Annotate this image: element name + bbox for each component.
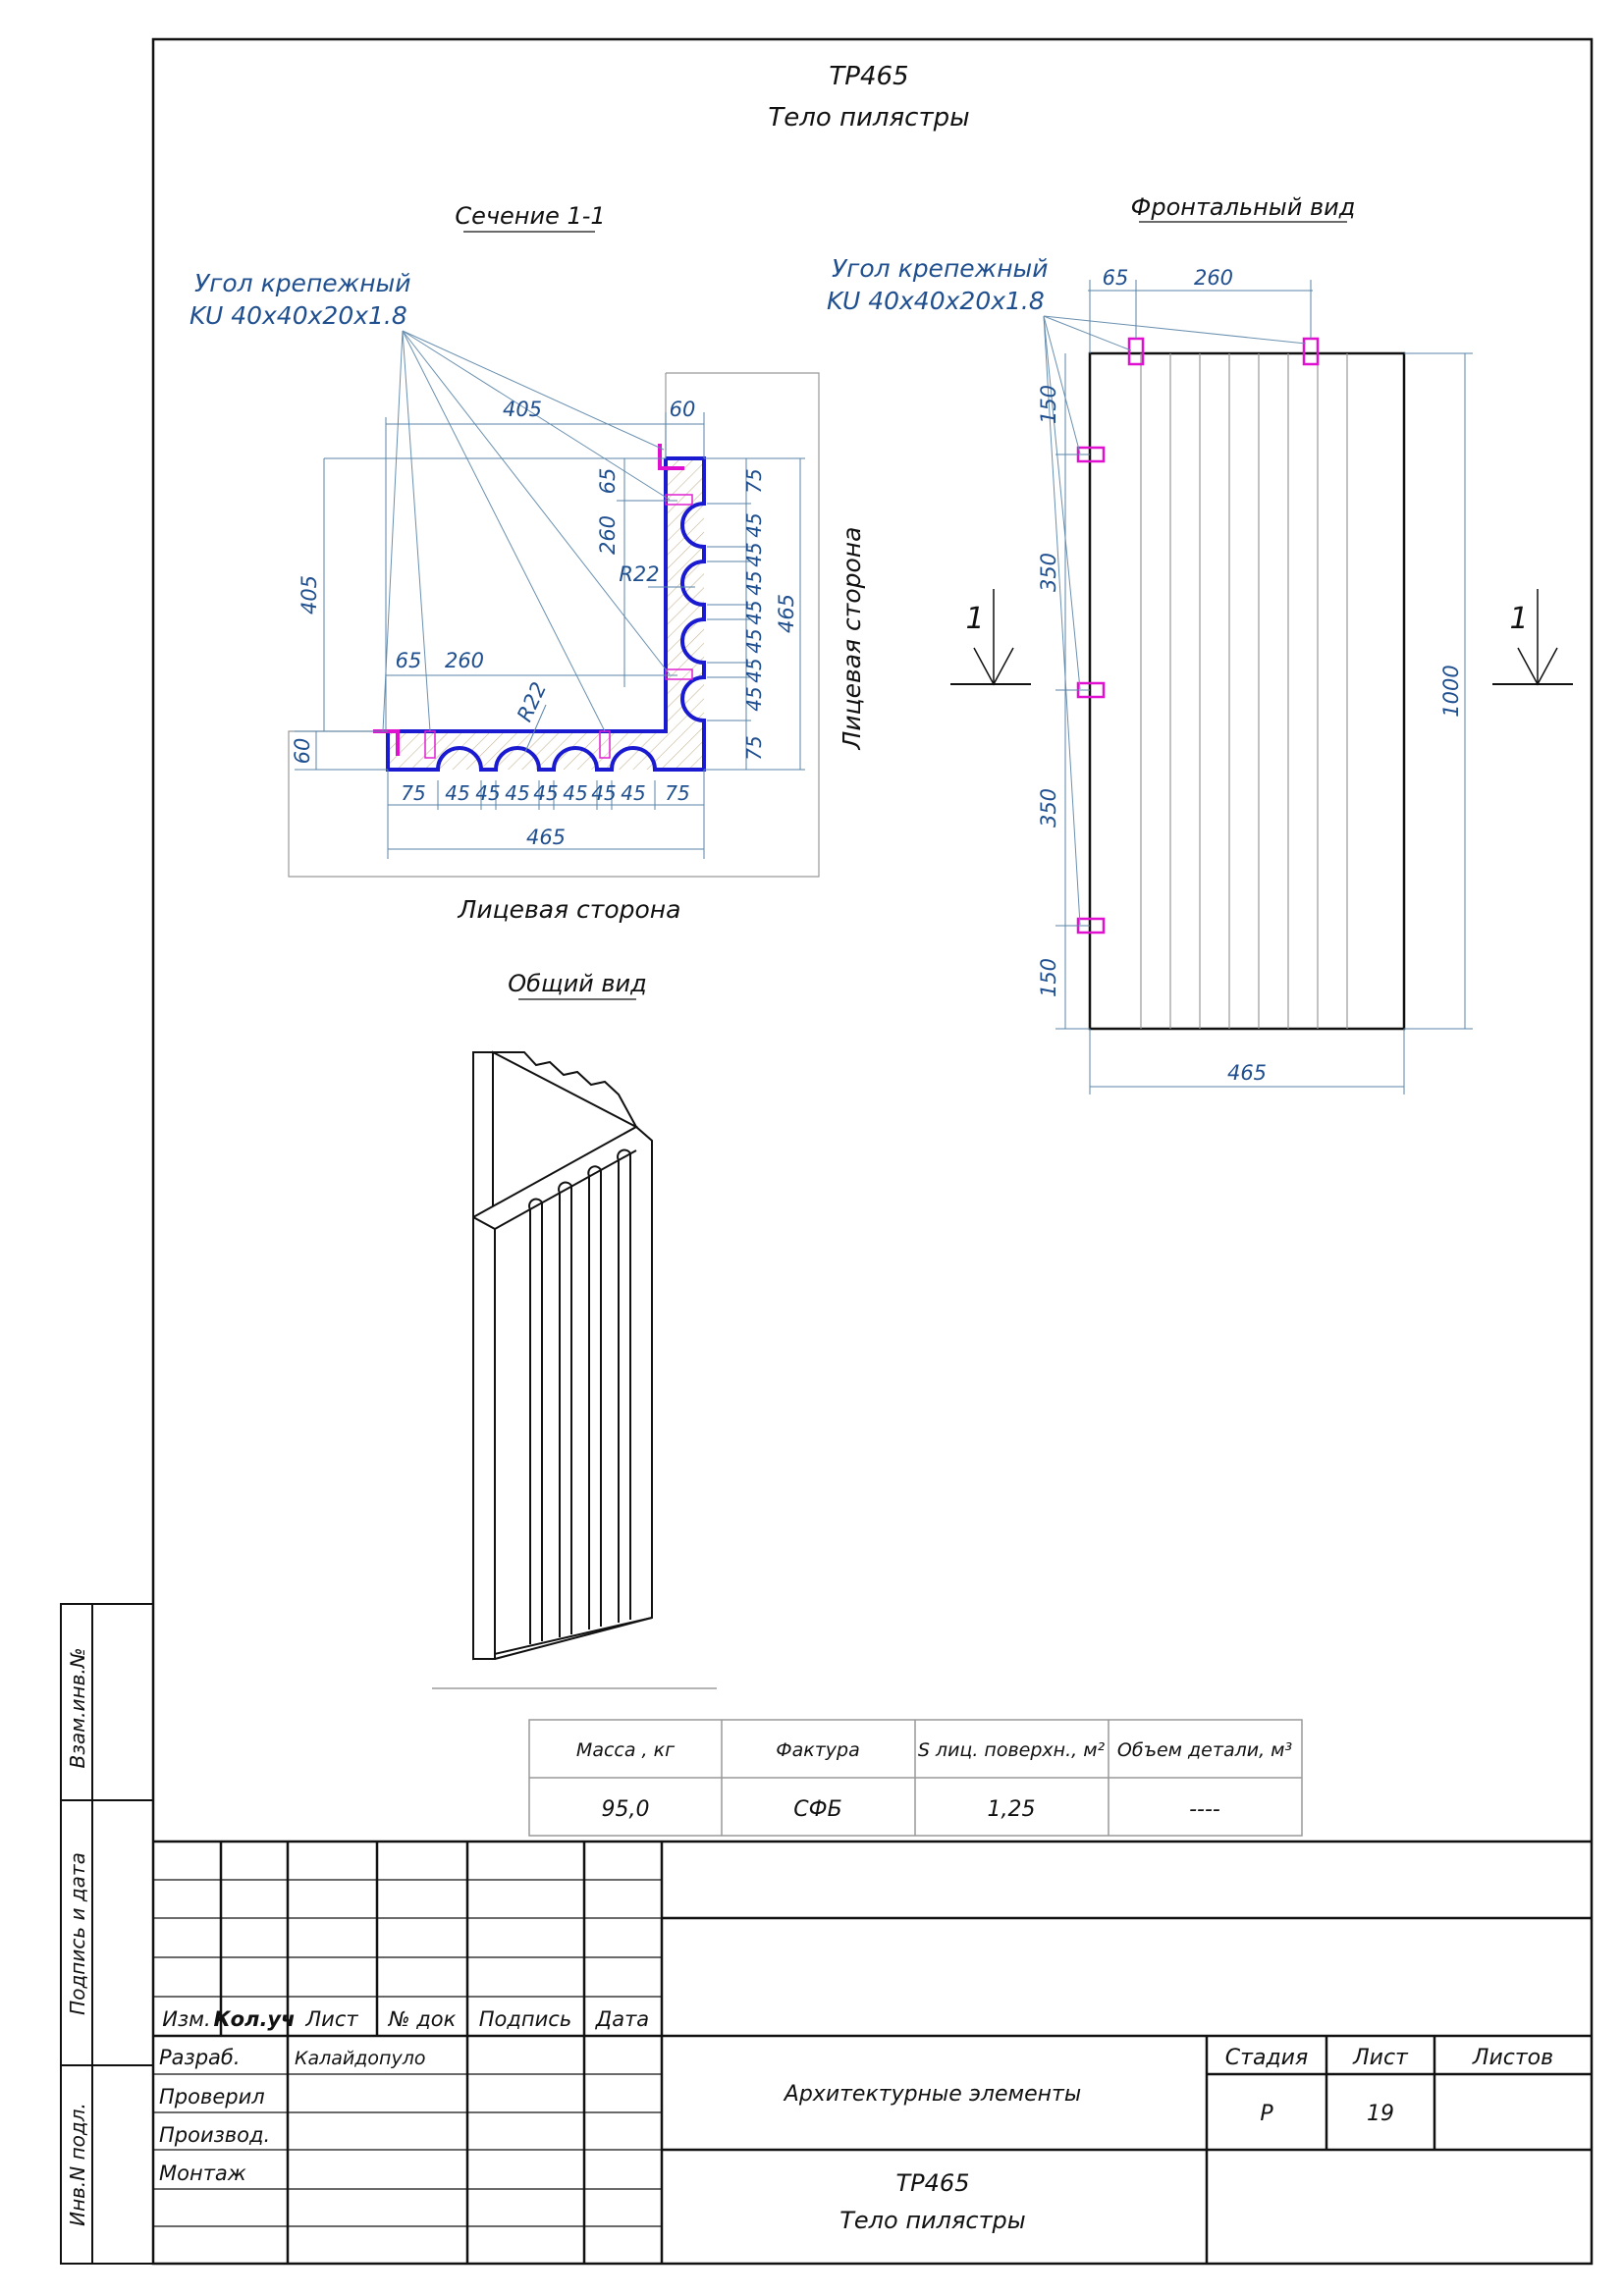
stamp-replacement-inv: Взам.инв.№ xyxy=(66,1647,89,1768)
spec-header-area: S лиц. поверхн., м² xyxy=(918,1739,1106,1761)
stamp-original-inv: Инв.N подл. xyxy=(66,2103,89,2226)
tb-name-code: ТР465 xyxy=(896,2169,970,2197)
front-dim-top-260: 260 xyxy=(1194,266,1233,290)
sec-dim-top-60: 60 xyxy=(670,398,696,421)
front-view-title: Фронтальный вид xyxy=(1131,193,1356,221)
sec-dim-radius-bottom: R22 xyxy=(513,678,551,725)
tb-project-name: Архитектурные элементы xyxy=(783,2082,1081,2107)
spec-table xyxy=(528,1719,1303,1837)
front-dim-left-350a: 350 xyxy=(1037,553,1060,592)
tb-col-sheet: Лист xyxy=(304,2007,358,2031)
section-face-side-right: Лицевая сторона xyxy=(838,527,866,751)
chain-r-7: 45 xyxy=(742,686,766,711)
spec-header-volume: Объем детали, м³ xyxy=(1117,1739,1292,1761)
chain-r-8: 75 xyxy=(742,735,766,760)
tb-col-date: Дата xyxy=(595,2007,649,2031)
tb-col-qty: Кол.уч xyxy=(213,2007,295,2031)
general-view-model xyxy=(472,1050,653,1661)
stamp-signature-date: Подпись и дата xyxy=(66,1852,89,2015)
tb-role-developer: Разраб. xyxy=(159,2046,241,2069)
general-view-title: Общий вид xyxy=(508,970,646,997)
front-dimensions xyxy=(1055,280,1473,1095)
chain-r-2: 45 xyxy=(742,542,766,566)
tb-role-production: Производ. xyxy=(159,2123,270,2147)
spec-value-mass: 95,0 xyxy=(602,1797,650,1822)
section-bracket-label-2: KU 40x40x20x1.8 xyxy=(189,301,407,330)
tb-developer-name: Калайдопуло xyxy=(295,2048,425,2069)
sec-dim-top-405: 405 xyxy=(503,398,542,421)
chain-b-5: 45 xyxy=(563,781,587,805)
sec-dim-260-side: 260 xyxy=(596,515,620,555)
chain-b-3: 45 xyxy=(505,781,529,805)
sec-dim-65-bottom: 65 xyxy=(396,649,422,672)
sec-dim-65-top: 65 xyxy=(596,468,620,495)
section-bracket-leaders xyxy=(382,330,671,732)
chain-b-7: 45 xyxy=(621,781,645,805)
chain-r-4: 45 xyxy=(742,600,766,624)
front-dim-width-465: 465 xyxy=(1227,1061,1267,1085)
section-cut-marker-left xyxy=(950,589,1031,686)
title-block-grid xyxy=(153,1840,1592,2264)
tb-stage-value: Р xyxy=(1260,2102,1273,2126)
drawing-code: TP465 xyxy=(829,62,908,91)
chain-r-0: 75 xyxy=(742,468,766,493)
section-profile xyxy=(373,444,706,772)
sec-dim-right-465: 465 xyxy=(775,594,798,633)
spec-value-texture: СФБ xyxy=(793,1797,841,1822)
spec-header-mass: Масса , кг xyxy=(576,1739,676,1761)
front-bracket-label-1: Угол крепежный xyxy=(832,254,1049,283)
chain-b-0: 75 xyxy=(401,781,425,805)
section-dimensions xyxy=(295,412,805,859)
sec-dim-radius-face: R22 xyxy=(619,562,659,586)
chain-b-6: 45 xyxy=(591,781,616,805)
front-dim-left-150a: 150 xyxy=(1037,385,1060,424)
section-cut-marker-right xyxy=(1492,589,1573,686)
tb-col-change: Изм. xyxy=(162,2007,210,2031)
section-cut-label-right: 1 xyxy=(1509,602,1528,636)
sec-right-chain: 75 45 45 45 45 45 45 45 75 xyxy=(742,468,766,760)
front-dim-left-150b: 150 xyxy=(1037,958,1060,997)
front-bracket-label-2: KU 40x40x20x1.8 xyxy=(827,287,1045,315)
tb-stage-label: Стадия xyxy=(1225,2046,1308,2070)
chain-b-8: 75 xyxy=(665,781,689,805)
chain-b-1: 45 xyxy=(445,781,469,805)
front-panel xyxy=(1076,337,1406,1031)
tb-sheet-label: Лист xyxy=(1352,2046,1409,2070)
tb-col-doc: № док xyxy=(388,2007,457,2031)
front-dim-top-65: 65 xyxy=(1103,266,1129,290)
side-stamp-strip xyxy=(60,1603,154,2265)
front-bracket-leaders xyxy=(1043,315,1307,926)
sec-dim-left-60: 60 xyxy=(291,738,314,765)
tb-name-title: Тело пилястры xyxy=(839,2207,1026,2234)
section-cut-label-left: 1 xyxy=(965,602,984,636)
tb-role-installation: Монтаж xyxy=(159,2162,246,2185)
chain-r-6: 45 xyxy=(742,658,766,682)
tb-sheets-label: Листов xyxy=(1472,2046,1553,2070)
spec-value-volume: ---- xyxy=(1189,1797,1220,1822)
drawing-title: Тело пилястры xyxy=(768,103,969,133)
spec-value-area: 1,25 xyxy=(988,1797,1036,1822)
tb-role-checker: Проверил xyxy=(159,2085,265,2109)
front-dim-left-350b: 350 xyxy=(1037,788,1060,828)
chain-r-5: 45 xyxy=(742,628,766,653)
sec-dim-260-bottom: 260 xyxy=(445,649,484,672)
chain-b-2: 45 xyxy=(475,781,500,805)
section-view-title: Сечение 1-1 xyxy=(455,202,605,230)
chain-r-3: 45 xyxy=(742,570,766,595)
front-dim-height-1000: 1000 xyxy=(1439,665,1463,717)
sec-dim-left-405: 405 xyxy=(298,575,321,614)
section-face-side-bottom: Лицевая сторона xyxy=(458,895,681,924)
section-bracket-label-1: Угол крепежный xyxy=(194,269,411,297)
sheet-frame xyxy=(151,37,1594,2266)
chain-b-4: 45 xyxy=(533,781,558,805)
spec-header-texture: Фактура xyxy=(776,1739,860,1761)
title-block-thin-rows xyxy=(153,1879,662,2227)
sec-dim-bottom-465: 465 xyxy=(526,826,566,849)
tb-col-signature: Подпись xyxy=(479,2007,571,2031)
chain-r-1: 45 xyxy=(742,512,766,537)
tb-sheet-value: 19 xyxy=(1367,2102,1394,2126)
sec-bottom-chain: 75 45 45 45 45 45 45 45 75 xyxy=(401,781,689,805)
